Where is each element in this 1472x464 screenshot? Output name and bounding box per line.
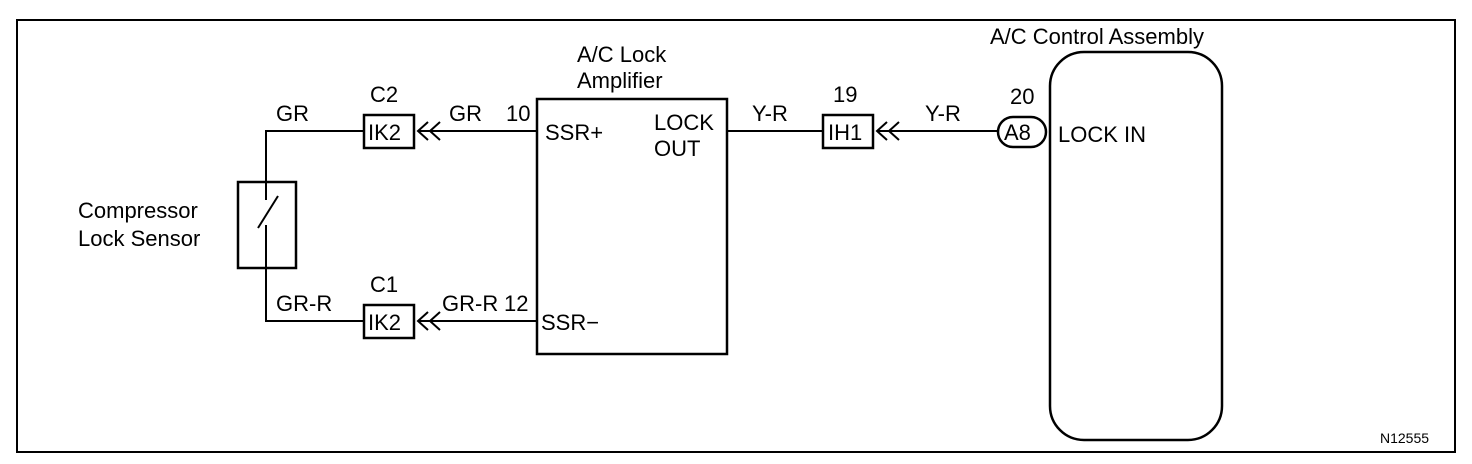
- control-assembly-pin-lock-in: LOCK IN: [1058, 122, 1146, 147]
- wire-label-yr-left: Y-R: [752, 101, 788, 126]
- control-assembly-title: A/C Control Assembly: [990, 24, 1204, 49]
- ac-lock-amplifier: [535, 97, 729, 356]
- connector-c1-label: C1: [370, 272, 398, 297]
- amplifier-pin-ssr-minus: SSR−: [541, 310, 599, 335]
- wire-label-yr-right: Y-R: [925, 101, 961, 126]
- wire-label-grr-right: GR-R: [442, 291, 498, 316]
- wire-label-gr-right: GR: [449, 101, 482, 126]
- wire-gr-left: [265, 130, 364, 182]
- wire-label-gr-left: GR: [276, 101, 309, 126]
- connector-c2-code: IK2: [368, 120, 401, 145]
- amplifier-title-line2: Amplifier: [577, 68, 663, 93]
- amplifier-pin-lock-out-line2: OUT: [654, 136, 700, 161]
- amplifier-pin-number-minus: 12: [504, 291, 528, 316]
- sensor-label-line2: Lock Sensor: [78, 226, 200, 251]
- diagram-code: N12555: [1380, 430, 1429, 446]
- connector-c2: [362, 113, 416, 150]
- amplifier-pin-ssr-plus: SSR+: [545, 120, 603, 145]
- wire-grr-left: [265, 268, 364, 322]
- connector-ih1-label: 19: [833, 82, 857, 107]
- control-assembly-pin-number: 20: [1010, 84, 1034, 109]
- diagram-frame: [16, 19, 1456, 453]
- connector-c1: [362, 303, 416, 340]
- amplifier-title-line1: A/C Lock: [577, 42, 667, 67]
- connector-a8-code: A8: [1004, 120, 1031, 145]
- connector-ih1-code: IH1: [828, 120, 862, 145]
- connector-c1-code: IK2: [368, 310, 401, 335]
- wire-label-grr-left: GR-R: [276, 291, 332, 316]
- connector-a8: [996, 115, 1048, 149]
- amplifier-pin-number-plus: 10: [506, 101, 530, 126]
- connector-c2-label: C2: [370, 82, 398, 107]
- connector-ih1: [821, 113, 875, 150]
- switch-icon: [257, 182, 279, 268]
- amplifier-pin-lock-out-line1: LOCK: [654, 110, 714, 135]
- sensor-label-line1: Compressor: [78, 198, 198, 223]
- ac-control-assembly: [1048, 50, 1224, 442]
